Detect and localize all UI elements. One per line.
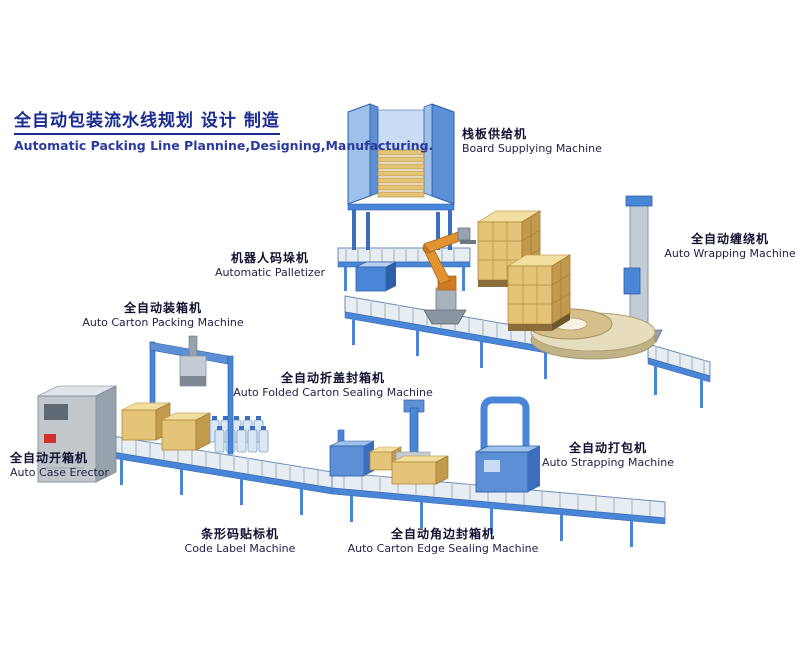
- label-en: Auto Carton Edge Sealing Machine: [347, 542, 539, 555]
- carton-packing-machine: [149, 335, 229, 441]
- wrapping-mast: [615, 195, 663, 343]
- label-en: Auto Case Erector: [10, 466, 110, 479]
- label-code-label-machine: 条形码贴标机 Code Label Machine: [180, 527, 300, 556]
- case-erector-machine: [37, 385, 117, 483]
- label-en: Auto Strapping Machine: [541, 456, 675, 469]
- label-en: Auto Carton Packing Machine: [82, 316, 244, 329]
- label-auto-carton-edge-sealing-machine: 全自动角边封箱机 Auto Carton Edge Sealing Machin…: [343, 527, 543, 556]
- label-auto-case-erector: 全自动开箱机 Auto Case Erector: [10, 451, 109, 480]
- page-title-zh: 全自动包装流水线规划 设计 制造: [14, 106, 280, 135]
- bottles: [209, 416, 269, 453]
- carton-packing-front-post: [227, 355, 234, 455]
- label-zh: 全自动开箱机: [10, 451, 89, 465]
- label-zh: 全自动角边封箱机: [390, 527, 495, 541]
- board-stack: [377, 149, 425, 198]
- label-auto-wrapping-machine: 全自动缠绕机 Auto Wrapping Machine: [663, 232, 797, 261]
- code-label-machine: [329, 429, 403, 477]
- page-title-en: Automatic Packing Line Plannine,Designin…: [14, 138, 434, 153]
- label-automatic-palletizer: 机器人码垛机 Automatic Palletizer: [205, 251, 335, 280]
- edge-sealing-machine: [391, 399, 449, 485]
- strapping-machine: [475, 396, 541, 493]
- label-auto-strapping-machine: 全自动打包机 Auto Strapping Machine: [538, 441, 678, 470]
- bottle: [209, 419, 269, 453]
- label-auto-carton-packing-machine: 全自动装箱机 Auto Carton Packing Machine: [78, 301, 248, 330]
- label-en: Code Label Machine: [184, 542, 296, 555]
- label-zh: 全自动装箱机: [123, 301, 202, 315]
- robot-arm: [422, 227, 476, 285]
- label-zh: 条形码贴标机: [200, 527, 279, 541]
- label-en: Board Supplying Machine: [462, 142, 602, 155]
- label-zh: 栈板供给机: [462, 127, 528, 141]
- palletizer-control-cabinet: [355, 261, 397, 292]
- label-board-supplying-machine: 栈板供给机 Board Supplying Machine: [462, 127, 602, 156]
- label-en: Auto Wrapping Machine: [664, 247, 796, 260]
- label-zh: 全自动折盖封箱机: [280, 371, 385, 385]
- label-zh: 全自动缠绕机: [690, 232, 769, 246]
- label-en: Auto Folded Carton Sealing Machine: [233, 386, 433, 399]
- pallet-stack-front: [506, 254, 572, 331]
- palletizer-robot: [422, 227, 476, 325]
- carton-box: [161, 412, 211, 451]
- label-auto-folded-carton-sealing-machine: 全自动折盖封箱机 Auto Folded Carton Sealing Mach…: [228, 371, 438, 400]
- label-zh: 全自动打包机: [568, 441, 647, 455]
- board-supplying-machine: [347, 103, 455, 250]
- page-title: 全自动包装流水线规划 设计 制造 Automatic Packing Line …: [14, 106, 433, 153]
- label-zh: 机器人码垛机: [230, 251, 309, 265]
- exit-conveyor: [647, 343, 711, 408]
- label-en: Automatic Palletizer: [214, 266, 326, 279]
